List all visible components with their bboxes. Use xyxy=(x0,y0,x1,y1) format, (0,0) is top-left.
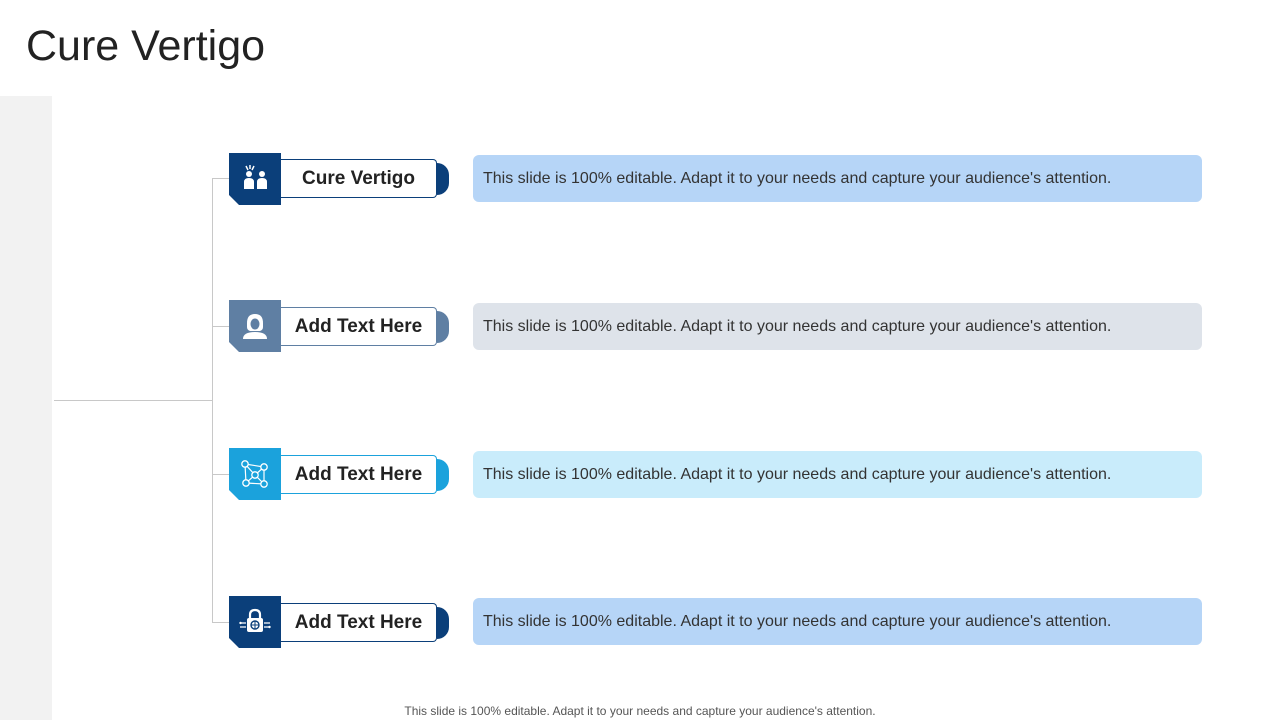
hooded-user-icon xyxy=(229,300,281,352)
slide-title: Cure Vertigo xyxy=(26,22,266,70)
item-tab xyxy=(437,163,449,195)
item-description: This slide is 100% editable. Adapt it to… xyxy=(473,303,1202,350)
item-label: Add Text Here xyxy=(281,307,437,346)
item-description: This slide is 100% editable. Adapt it to… xyxy=(473,451,1202,498)
people-presentation-icon xyxy=(229,153,281,205)
item-description: This slide is 100% editable. Adapt it to… xyxy=(473,155,1202,202)
footer-note: This slide is 100% editable. Adapt it to… xyxy=(404,704,876,718)
item-label: Cure Vertigo xyxy=(281,159,437,198)
item-description: This slide is 100% editable. Adapt it to… xyxy=(473,598,1202,645)
item-label: Add Text Here xyxy=(281,603,437,642)
connector-branch-2 xyxy=(212,326,230,327)
item-tab xyxy=(437,459,449,491)
item-label: Add Text Here xyxy=(281,455,437,494)
security-lock-icon xyxy=(229,596,281,648)
connector-vertical xyxy=(212,178,213,622)
connector-branch-1 xyxy=(212,178,230,179)
item-tab xyxy=(437,607,449,639)
left-sidebar-strip xyxy=(0,96,52,720)
connector-branch-4 xyxy=(212,622,230,623)
network-users-icon xyxy=(229,448,281,500)
item-tab xyxy=(437,311,449,343)
connector-branch-3 xyxy=(212,474,230,475)
connector-main xyxy=(54,400,213,401)
